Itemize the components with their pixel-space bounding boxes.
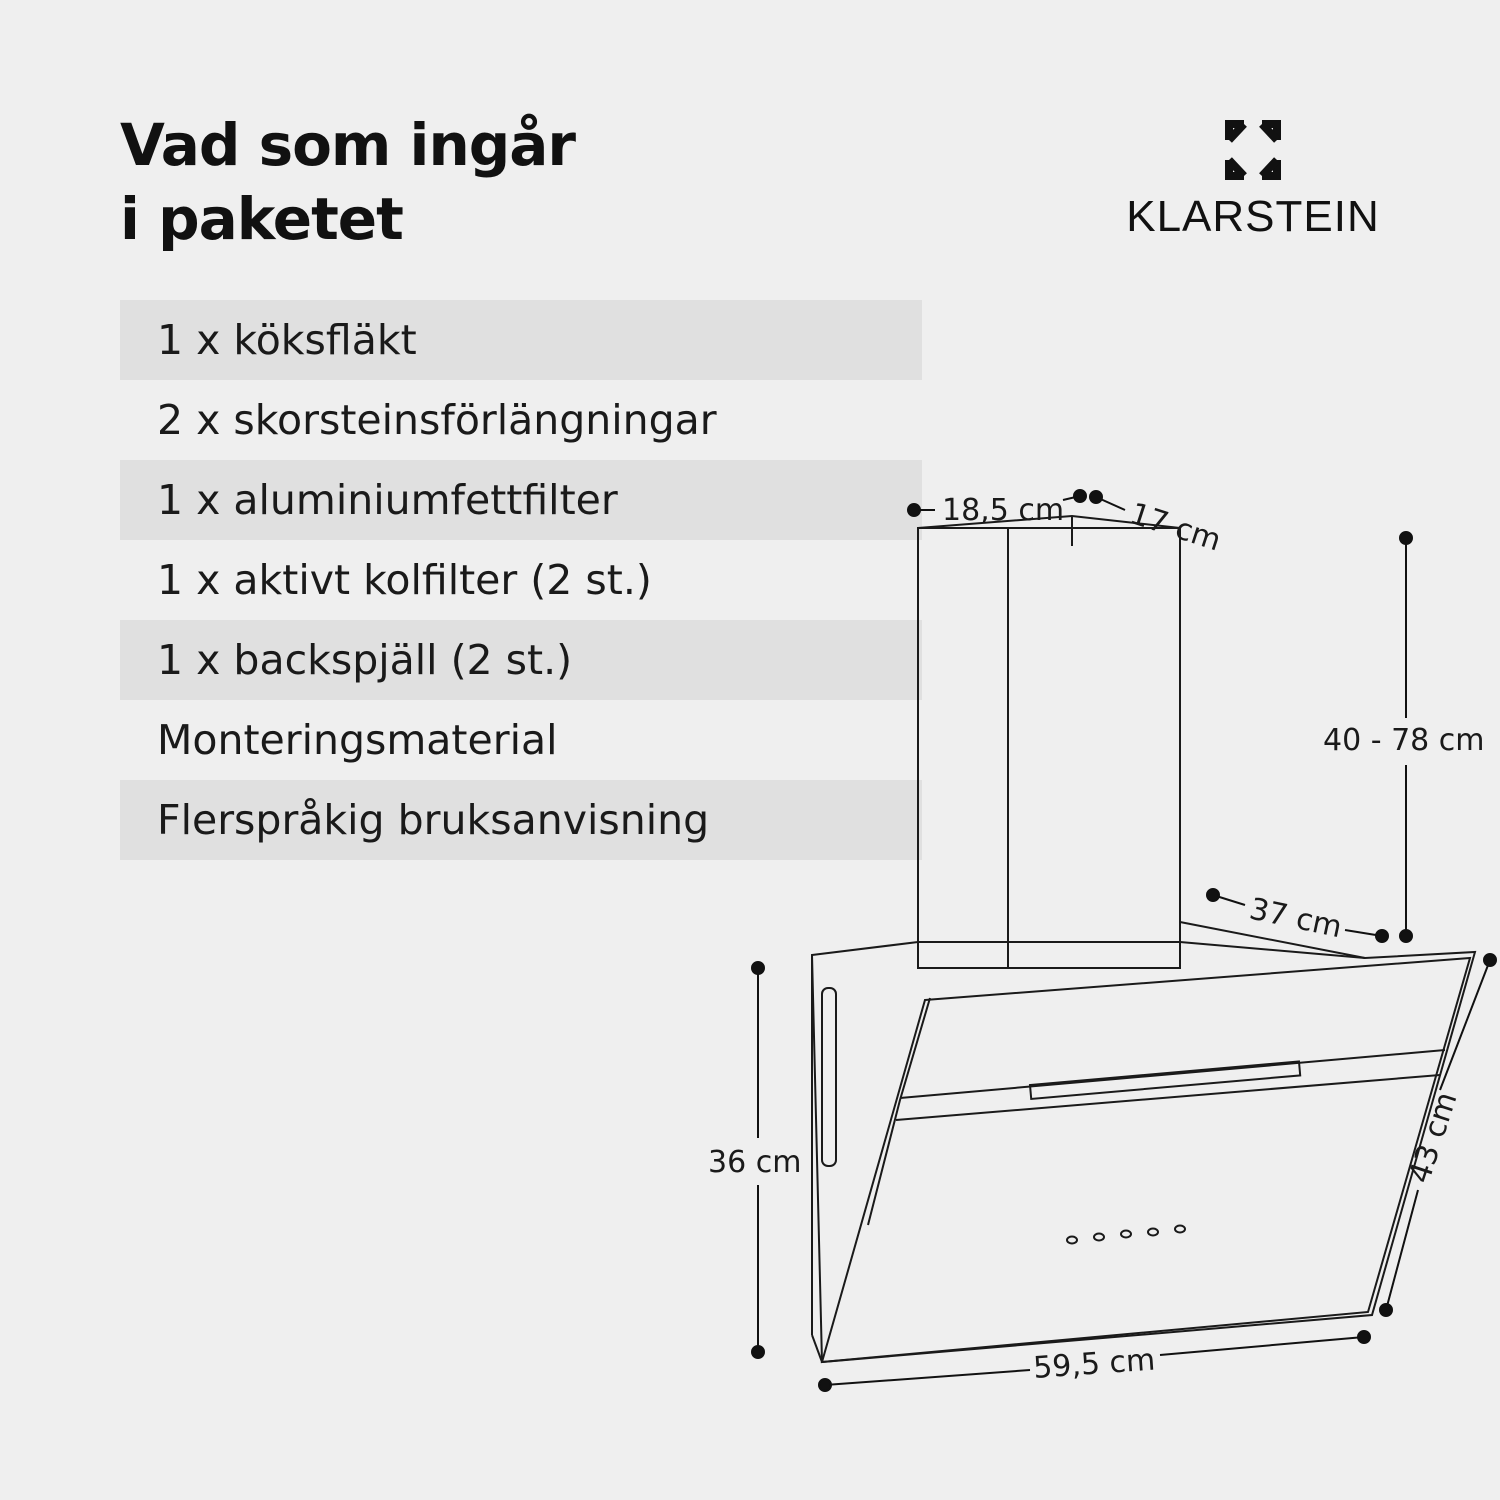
contents-item: 1 x aktivt kolfilter (2 st.) [157, 556, 652, 604]
side-handle [821, 987, 837, 1167]
title-line-2: i paketet [120, 185, 404, 253]
hood-drawing [810, 514, 1477, 1364]
contents-item: 1 x backspjäll (2 st.) [120, 620, 922, 700]
page-title: Vad som ingår i paketet [120, 108, 576, 256]
chimney-front [1007, 527, 1181, 969]
dim-hood-glass: 43 cm [1402, 1088, 1464, 1188]
contents-item: Flerspråkig bruksanvisning [120, 780, 922, 860]
contents-item: Monteringsmaterial [157, 716, 558, 764]
klarstein-logo-icon [1225, 120, 1281, 180]
dimension-markers [751, 489, 1497, 1392]
title-line-1: Vad som ingår [120, 111, 576, 179]
contents-list: 1 x köksfläkt 2 x skorsteinsförlängningar… [120, 300, 922, 860]
contents-item: 1 x köksfläkt [120, 300, 922, 380]
control-buttons [1066, 1224, 1186, 1245]
dim-chimney-depth: 17 cm [1126, 496, 1226, 558]
brand-block: KLARSTEIN [1118, 118, 1388, 242]
brand-name: KLARSTEIN [1126, 192, 1380, 241]
contents-item: 1 x aluminiumfettfilter [120, 460, 922, 540]
dim-chimney-width: 18,5 cm [942, 493, 1064, 528]
hood-body [810, 941, 1477, 1364]
contents-item: 2 x skorsteinsförlängningar [157, 396, 717, 444]
glass-panel [820, 956, 1472, 1364]
dim-hood-height: 36 cm [708, 1145, 801, 1180]
dimension-labels: 18,5 cm 17 cm 40 - 78 cm 37 cm 36 cm 43 … [708, 493, 1485, 1386]
dim-hood-width: 59,5 cm [1032, 1343, 1156, 1386]
chimney-side [917, 527, 1009, 969]
dim-chimney-height: 40 - 78 cm [1323, 723, 1485, 758]
